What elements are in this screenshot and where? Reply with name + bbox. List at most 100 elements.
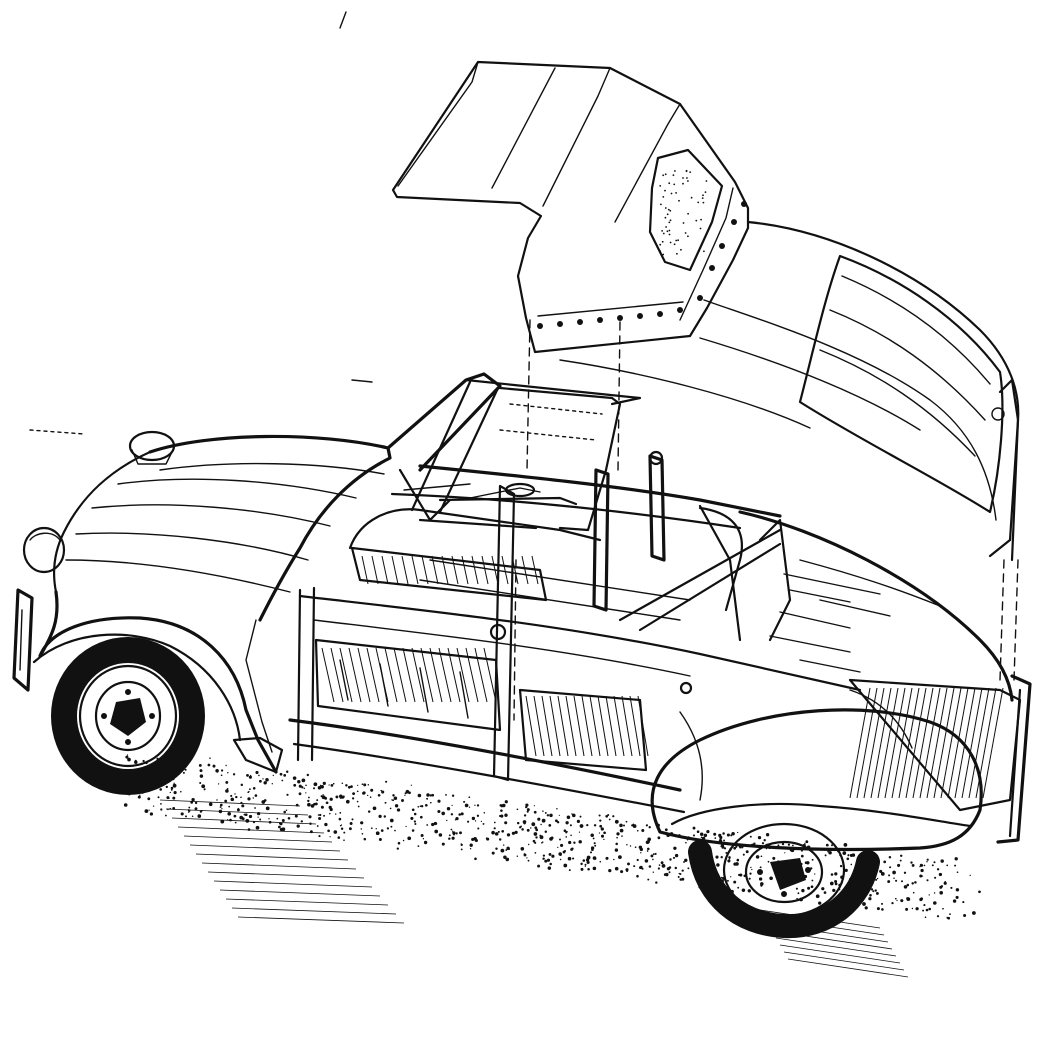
ground-dot [864, 906, 868, 910]
hatch-line [381, 555, 389, 585]
ground-dot [283, 810, 286, 814]
ground-dot [233, 814, 237, 818]
ground-dot [468, 796, 471, 799]
window-dot [662, 196, 665, 198]
ground-dot [668, 871, 671, 874]
ground-dot [446, 819, 448, 822]
window-dot [690, 196, 693, 199]
ground-dot [636, 874, 639, 878]
ground-dot [394, 829, 396, 832]
ground-dot [954, 857, 958, 861]
ground-dot [883, 860, 887, 864]
ground-dot [589, 851, 593, 854]
ground-dot [259, 779, 262, 783]
ground-dot [255, 770, 259, 775]
ground-dot [307, 802, 311, 807]
hatch-line [384, 647, 398, 703]
ground-dot [426, 793, 430, 797]
ground-dot [714, 837, 717, 839]
ground-dot [579, 824, 584, 828]
hatch-line [541, 695, 553, 757]
ground-dot [345, 784, 348, 787]
ground-dot [949, 913, 951, 915]
window-dot [677, 239, 679, 242]
ground-dot [474, 804, 476, 806]
ground-dot [636, 858, 639, 862]
ground-dot [491, 830, 495, 835]
ground-dot [494, 832, 499, 836]
ground-dot [351, 797, 355, 800]
ground-dot [338, 817, 342, 821]
ground-dot [726, 833, 730, 837]
ground-dot [963, 914, 967, 917]
ground-dot [567, 856, 572, 861]
ground-dot [356, 800, 359, 803]
ground-dot [347, 785, 351, 789]
ground-dot [842, 851, 847, 855]
ground-dot [535, 828, 539, 832]
ground-dot [825, 843, 829, 847]
ground-dot [585, 858, 590, 862]
ground-dot [888, 874, 891, 877]
ground-dot [320, 805, 324, 809]
window-dot [662, 253, 665, 256]
ground-dot [530, 827, 532, 829]
ground-dot [972, 911, 976, 915]
ground-dot [419, 805, 422, 808]
ground-dot [531, 822, 536, 827]
ground-dot [248, 814, 253, 819]
ground-dot [234, 793, 236, 795]
hatch-line [451, 555, 459, 585]
window-dot [664, 207, 667, 209]
ground-dot [549, 813, 553, 818]
ground-dot [805, 840, 809, 844]
ground-dot [548, 852, 552, 856]
ground-dot [244, 813, 248, 817]
ground-dot [800, 854, 804, 858]
ground-dot [834, 882, 838, 886]
ground-dot [499, 804, 502, 807]
ground-dot [599, 819, 602, 822]
ground-dot [741, 888, 746, 892]
ground-dot [160, 808, 163, 811]
ground-dot [123, 803, 128, 807]
ground-dot [570, 834, 572, 837]
ground-dot [533, 810, 537, 814]
ground-dot [451, 804, 453, 807]
ground-dot [700, 836, 703, 839]
window-dot [702, 201, 705, 204]
ground-dot [727, 859, 731, 863]
ground-dot [648, 865, 652, 868]
ground-dot [377, 793, 381, 797]
ground-dot [460, 848, 463, 851]
ground-dot [125, 755, 129, 759]
ground-dot [760, 882, 764, 886]
ground-dot [300, 820, 303, 823]
hatch-line [521, 555, 529, 585]
ground-dot [322, 781, 326, 786]
ground-dot [952, 899, 957, 903]
ground-dot [298, 792, 302, 796]
hatch-line [557, 695, 569, 757]
window-dot [687, 212, 689, 215]
ground-dot [413, 820, 417, 823]
ground-dot [626, 870, 629, 873]
snap-dot [741, 201, 747, 207]
ground-dot [722, 832, 725, 835]
ground-dot [351, 818, 354, 821]
ground-dot [969, 874, 971, 877]
ground-dot [613, 858, 615, 861]
ground-dot [514, 830, 518, 835]
ground-dot [305, 792, 307, 794]
ground-dot [558, 814, 560, 816]
ground-dot [655, 881, 658, 884]
ground-dot [252, 787, 256, 790]
ground-dot [404, 792, 407, 795]
ground-dot [452, 833, 456, 836]
ground-dot [235, 795, 238, 799]
window-dot [666, 230, 669, 233]
window-dot [689, 171, 692, 174]
ground-dot [209, 757, 211, 759]
snap-dot [557, 321, 563, 327]
